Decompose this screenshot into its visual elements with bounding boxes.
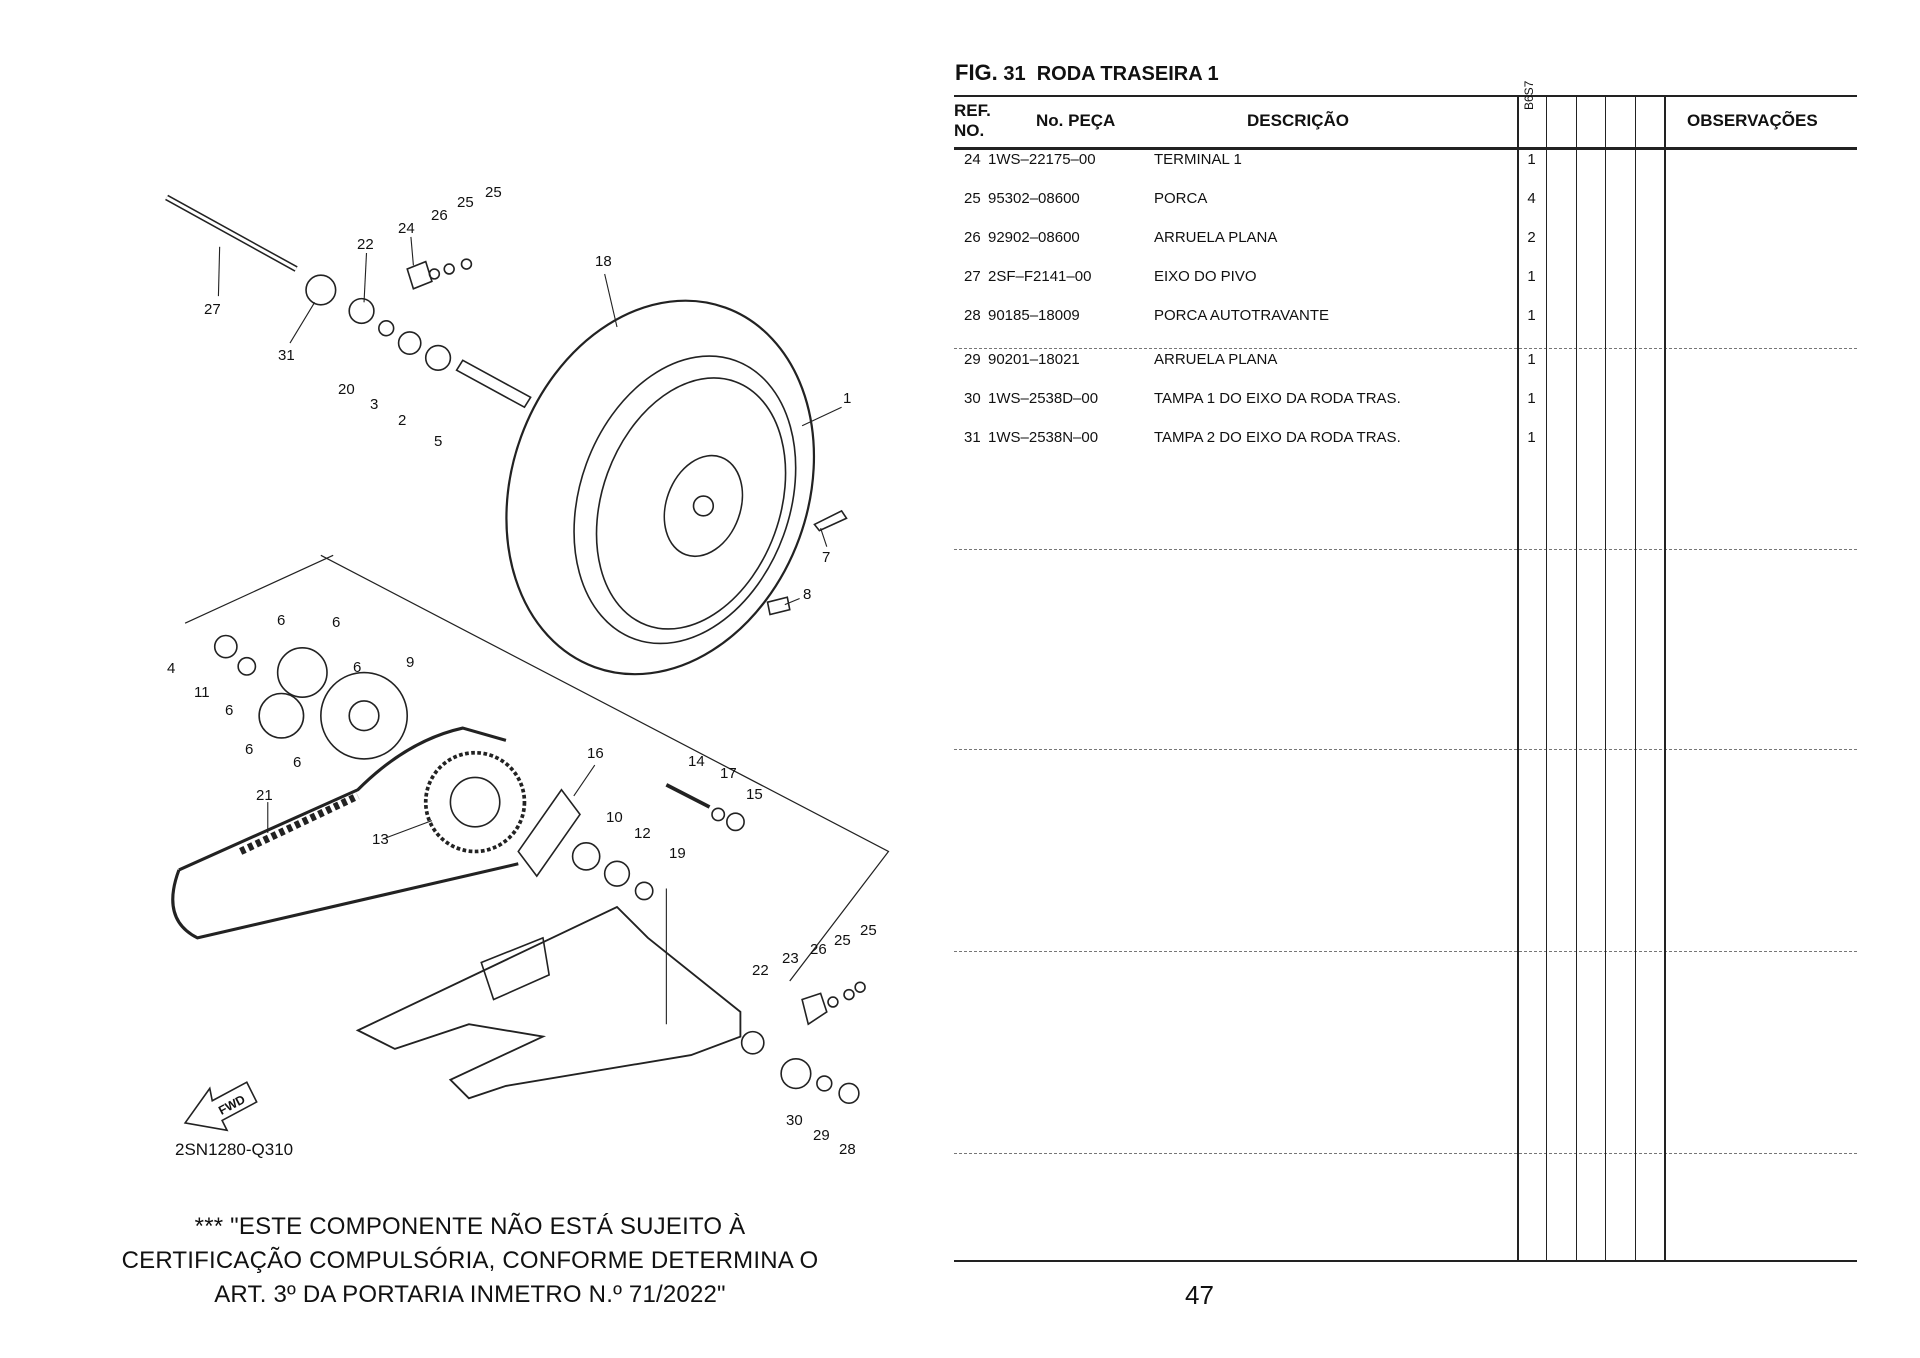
group-divider (954, 348, 1857, 349)
callout: 6 (277, 612, 285, 629)
column-rule (1546, 95, 1547, 1262)
group-divider (954, 749, 1857, 750)
header-model: B6S7 (1522, 80, 1536, 110)
callout: 15 (746, 786, 763, 803)
callout: 12 (634, 825, 651, 842)
swingarm (355, 905, 742, 1100)
table-top-rule (954, 95, 1857, 97)
sprocket (423, 750, 527, 854)
note-line: *** "ESTE COMPONENTE NÃO ESTÁ SUJEITO À (194, 1213, 746, 1240)
diagram-code: 2SN1280-Q310 (175, 1140, 293, 1159)
callout: 8 (803, 586, 811, 603)
page-number: 47 (1185, 1280, 1214, 1310)
group-divider (954, 951, 1857, 952)
column-rule (1576, 95, 1577, 1262)
callout: 6 (353, 659, 361, 676)
callout: 31 (278, 347, 295, 364)
exploded-parts-diagram: FWD 27 31 22 24 26 25 25 20 3 2 5 18 1 7… (165, 184, 890, 1159)
callout: 24 (398, 220, 415, 237)
callout: 14 (688, 753, 705, 770)
callout: 18 (595, 253, 612, 270)
callout: 6 (332, 614, 340, 631)
header-rule (954, 147, 1857, 150)
callout: 25 (860, 922, 877, 939)
callout: 3 (370, 396, 378, 413)
callout: 17 (720, 765, 737, 782)
callout: 26 (810, 941, 827, 958)
callout: 2 (398, 412, 406, 429)
certification-note: *** "ESTE COMPONENTE NÃO ESTÁ SUJEITO À … (60, 1210, 880, 1312)
column-rule (1605, 95, 1606, 1262)
callout: 25 (457, 194, 474, 211)
header-description: DESCRIÇÃO (1247, 111, 1350, 130)
callout: 6 (225, 702, 233, 719)
note-line: CERTIFICAÇÃO COMPULSÓRIA, CONFORME DETER… (121, 1247, 819, 1274)
header-part-no: No. PEÇA (1036, 111, 1116, 130)
callout: 4 (167, 660, 175, 677)
column-rule (1664, 95, 1666, 1262)
callout: 29 (813, 1127, 830, 1144)
column-rule (1517, 95, 1519, 1262)
callout: 21 (256, 787, 273, 804)
callout: 30 (786, 1112, 803, 1129)
callout: 6 (245, 741, 253, 758)
callout: 19 (669, 845, 686, 862)
callout: 5 (434, 433, 442, 450)
callout: 7 (822, 549, 830, 566)
figure-name: RODA TRASEIRA 1 (1036, 63, 1219, 85)
note-line: ART. 3º DA PORTARIA INMETRO N.º 71/2022" (214, 1281, 726, 1308)
callout: 20 (338, 381, 355, 398)
table-bottom-rule (954, 1260, 1857, 1262)
figure-number: 31 (1003, 63, 1026, 85)
fwd-arrow-icon: FWD (183, 1081, 258, 1132)
header-notes: OBSERVAÇÕES (1687, 111, 1818, 130)
callout: 16 (587, 745, 604, 762)
callout: 1 (843, 390, 851, 407)
callout-labels: 27 31 22 24 26 25 25 20 3 2 5 18 1 7 8 4… (167, 184, 877, 1158)
group-divider (954, 1153, 1857, 1154)
figure-title: FIG. 31 RODA TRASEIRA 1 (955, 60, 1219, 86)
figure-prefix: FIG. (955, 60, 998, 85)
header-ref: REF.NO. (954, 101, 991, 140)
callout: 28 (839, 1141, 856, 1158)
group-divider (954, 549, 1857, 550)
callout: 13 (372, 831, 389, 848)
drive-chain (171, 726, 519, 940)
callout: 10 (606, 809, 623, 826)
rear-wheel (505, 299, 816, 676)
callout: 11 (194, 684, 210, 701)
callout: 27 (204, 301, 221, 318)
callout: 23 (782, 950, 799, 967)
callout: 22 (357, 236, 374, 253)
callout: 26 (431, 207, 448, 224)
callout: 22 (752, 962, 769, 979)
callout: 9 (406, 654, 414, 671)
callout: 25 (834, 932, 851, 949)
parts-table: REF.NO. No. PEÇA DESCRIÇÃO OBSERVAÇÕES (954, 95, 1857, 1262)
callout: 6 (293, 754, 301, 771)
callout: 25 (485, 184, 502, 201)
column-rule (1635, 95, 1636, 1262)
collar-shape (455, 359, 532, 409)
